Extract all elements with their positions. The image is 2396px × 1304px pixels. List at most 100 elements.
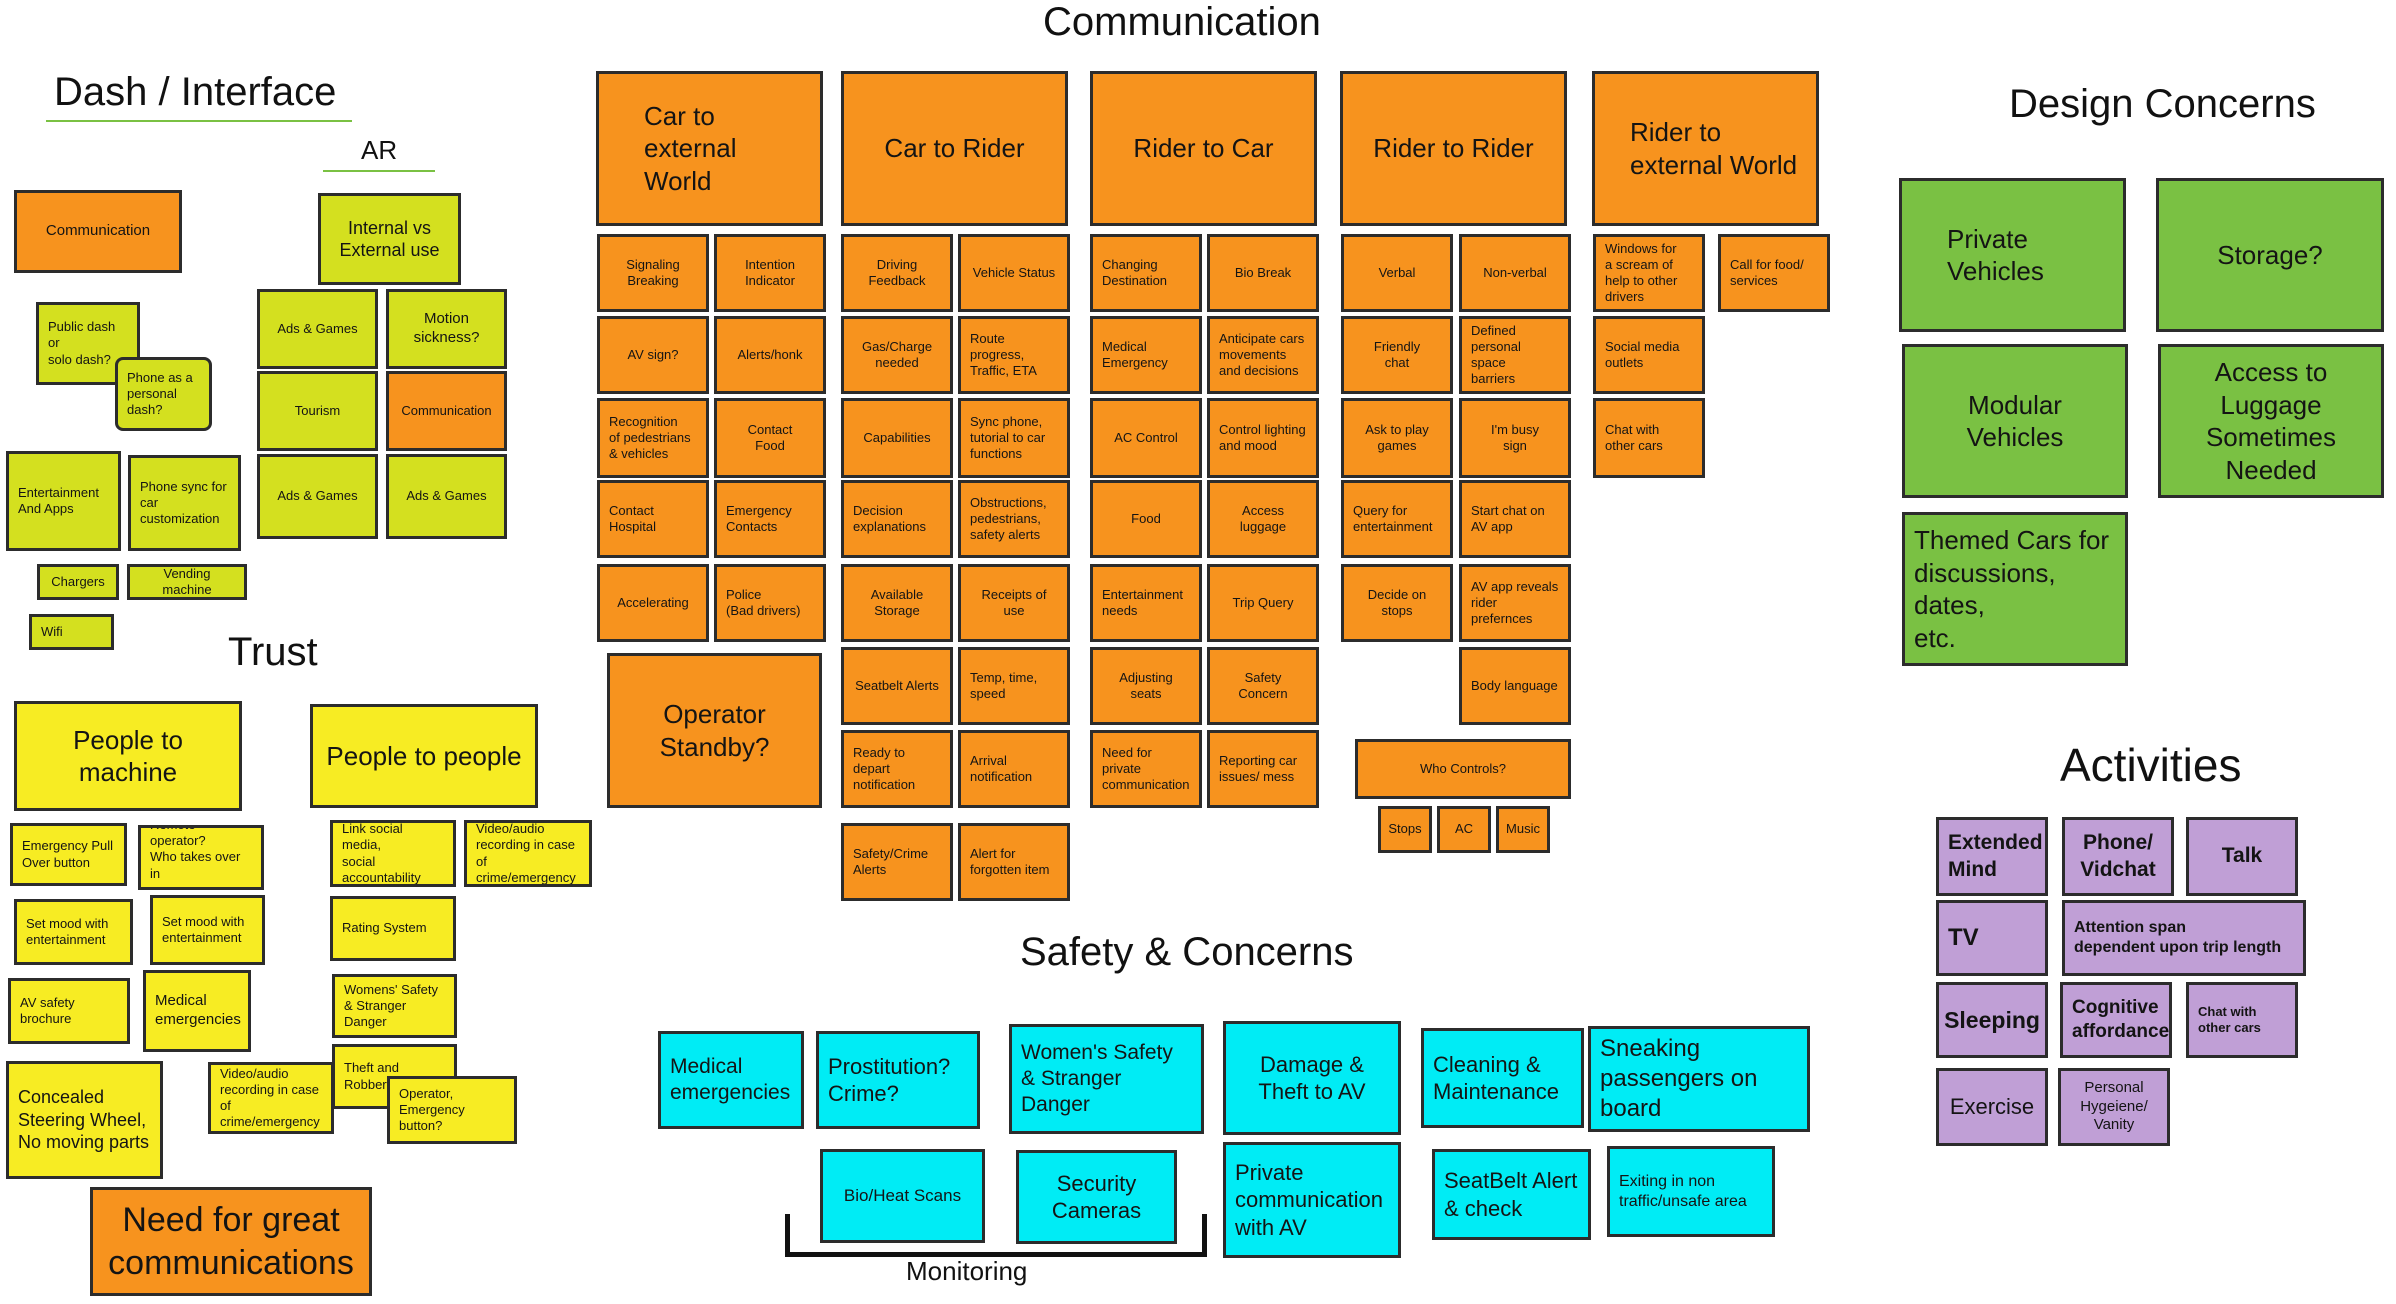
ac-control-note[interactable]: AC Control xyxy=(1090,398,1202,478)
video-audio-note-1[interactable]: Video/audio recording in case of crime/e… xyxy=(464,820,592,887)
rider-to-external-world-header[interactable]: Rider to external World xyxy=(1592,71,1819,226)
busy-sign-note[interactable]: I'm busy sign xyxy=(1459,398,1571,478)
available-storage-note[interactable]: Available Storage xyxy=(841,564,953,642)
av-app-reveals-note[interactable]: AV app reveals rider prefernces xyxy=(1459,564,1571,642)
alerts-honk-note[interactable]: Alerts/honk xyxy=(714,316,826,394)
medical-emergencies-safety-note[interactable]: Medical emergencies xyxy=(658,1031,804,1129)
link-social-note[interactable]: Link social media, social accountability xyxy=(330,820,456,887)
ready-to-depart-note[interactable]: Ready to depart notification xyxy=(841,730,953,808)
decide-on-stops-note[interactable]: Decide on stops xyxy=(1341,564,1453,642)
windows-scream-note[interactable]: Windows for a scream of help to other dr… xyxy=(1593,234,1705,312)
gas-charge-note[interactable]: Gas/Charge needed xyxy=(841,316,953,394)
query-entertainment-note[interactable]: Query for entertainment xyxy=(1341,480,1453,558)
entertainment-apps-note[interactable]: Entertainment And Apps xyxy=(6,451,121,551)
arrival-notification-note[interactable]: Arrival notification xyxy=(958,730,1070,808)
exiting-unsafe-area-note[interactable]: Exiting in non traffic/unsafe area xyxy=(1607,1146,1775,1237)
signaling-breaking-note[interactable]: Signaling Breaking xyxy=(597,234,709,312)
entertainment-needs-note[interactable]: Entertainment needs xyxy=(1090,564,1202,642)
who-controls-note[interactable]: Who Controls? xyxy=(1355,739,1571,799)
adjusting-seats-note[interactable]: Adjusting seats xyxy=(1090,647,1202,725)
phone-sync-note[interactable]: Phone sync for car customization xyxy=(128,455,241,551)
ads-games-note-3[interactable]: Ads & Games xyxy=(386,454,507,539)
food-note[interactable]: Food xyxy=(1090,480,1202,558)
set-mood-note-1[interactable]: Set mood with entertainment xyxy=(14,899,133,965)
sync-phone-note[interactable]: Sync phone, tutorial to car functions xyxy=(958,398,1070,478)
emergency-contacts-note[interactable]: Emergency Contacts xyxy=(714,480,826,558)
recognition-note[interactable]: Recognition of pedestrians & vehicles xyxy=(597,398,709,478)
tourism-note[interactable]: Tourism xyxy=(257,371,378,451)
womens-safety-safety-note[interactable]: Women's Safety & Stranger Danger xyxy=(1009,1024,1204,1134)
friendly-chat-note[interactable]: Friendly chat xyxy=(1341,316,1453,394)
capabilities-note[interactable]: Capabilities xyxy=(841,398,953,478)
personal-hygiene-note[interactable]: Personal Hygeiene/ Vanity xyxy=(2058,1068,2170,1146)
wifi-note[interactable]: Wifi xyxy=(29,614,114,650)
damage-theft-note[interactable]: Damage & Theft to AV xyxy=(1223,1021,1401,1135)
social-media-outlets-note[interactable]: Social media outlets xyxy=(1593,316,1705,394)
ask-to-play-games-note[interactable]: Ask to play games xyxy=(1341,398,1453,478)
non-verbal-note[interactable]: Non-verbal xyxy=(1459,234,1571,312)
route-progress-note[interactable]: Route progress, Traffic, ETA xyxy=(958,316,1070,394)
seatbelt-alert-check-note[interactable]: SeatBelt Alert & check xyxy=(1432,1149,1591,1240)
tv-note[interactable]: TV xyxy=(1936,900,2048,976)
vehicle-status-note[interactable]: Vehicle Status xyxy=(958,234,1070,312)
chat-with-other-cars-note[interactable]: Chat with other cars xyxy=(1593,398,1705,478)
private-vehicles-note[interactable]: Private Vehicles xyxy=(1899,178,2126,332)
chat-other-cars-activity-note[interactable]: Chat with other cars xyxy=(2186,982,2298,1058)
control-lighting-note[interactable]: Control lighting and mood xyxy=(1207,398,1319,478)
av-safety-brochure-note[interactable]: AV safety brochure xyxy=(8,978,130,1044)
access-to-luggage-note[interactable]: Access to Luggage Sometimes Needed xyxy=(2158,344,2384,498)
people-to-people-note[interactable]: People to people xyxy=(310,704,538,808)
internal-external-note[interactable]: Internal vs External use xyxy=(318,193,461,285)
music-note[interactable]: Music xyxy=(1496,806,1550,853)
safety-crime-alerts-note[interactable]: Safety/Crime Alerts xyxy=(841,823,953,901)
ac-note[interactable]: AC xyxy=(1437,806,1491,853)
ads-games-note-2[interactable]: Ads & Games xyxy=(257,454,378,539)
car-to-rider-header[interactable]: Car to Rider xyxy=(841,71,1068,226)
access-luggage-note[interactable]: Access luggage xyxy=(1207,480,1319,558)
police-note[interactable]: Police (Bad drivers) xyxy=(714,564,826,642)
operator-standby-note[interactable]: Operator Standby? xyxy=(607,653,822,808)
rider-to-rider-header[interactable]: Rider to Rider xyxy=(1340,71,1567,226)
remote-operator-note[interactable]: Remote operator? Who takes over in emerg… xyxy=(138,825,264,890)
womens-safety-trust-note[interactable]: Womens' Safety & Stranger Danger xyxy=(332,974,457,1038)
private-communication-need-note[interactable]: Need for private communication xyxy=(1090,730,1202,808)
seatbelt-alerts-note[interactable]: Seatbelt Alerts xyxy=(841,647,953,725)
accelerating-note[interactable]: Accelerating xyxy=(597,564,709,642)
stops-note[interactable]: Stops xyxy=(1378,806,1432,853)
security-cameras-note[interactable]: Security Cameras xyxy=(1016,1150,1177,1244)
rating-system-note[interactable]: Rating System xyxy=(330,896,456,961)
concealed-steering-note[interactable]: Concealed Steering Wheel, No moving part… xyxy=(6,1061,163,1179)
contact-food-note[interactable]: Contact Food xyxy=(714,398,826,478)
private-communication-av-note[interactable]: Private communication with AV xyxy=(1223,1142,1401,1258)
prostitution-crime-note[interactable]: Prostitution? Crime? xyxy=(816,1031,980,1129)
operator-emergency-note[interactable]: Operator, Emergency button? xyxy=(387,1076,517,1144)
phone-vidchat-note[interactable]: Phone/ Vidchat xyxy=(2062,817,2174,896)
sneaking-passengers-note[interactable]: Sneaking passengers on board xyxy=(1588,1026,1810,1132)
video-audio-note-2[interactable]: Video/audio recording in case of crime/e… xyxy=(208,1062,334,1134)
sleeping-note[interactable]: Sleeping xyxy=(1936,982,2048,1058)
safety-concern-note[interactable]: Safety Concern xyxy=(1207,647,1319,725)
set-mood-note-2[interactable]: Set mood with entertainment xyxy=(150,895,265,965)
rider-to-car-header[interactable]: Rider to Car xyxy=(1090,71,1317,226)
storage-note[interactable]: Storage? xyxy=(2156,178,2384,332)
cognitive-affordances-note[interactable]: Cognitive affordances xyxy=(2060,982,2172,1058)
verbal-note[interactable]: Verbal xyxy=(1341,234,1453,312)
need-for-communications-note[interactable]: Need for great communications xyxy=(90,1187,372,1296)
trip-query-note[interactable]: Trip Query xyxy=(1207,564,1319,642)
vending-machine-note[interactable]: Vending machine xyxy=(127,564,247,600)
bio-heat-scans-note[interactable]: Bio/Heat Scans xyxy=(820,1149,985,1243)
people-to-machine-note[interactable]: People to machine xyxy=(14,701,242,811)
motion-sickness-note[interactable]: Motion sickness? xyxy=(386,289,507,369)
defined-personal-space-note[interactable]: Defined personal space barriers xyxy=(1459,316,1571,394)
emergency-pull-note[interactable]: Emergency Pull Over button xyxy=(10,823,127,886)
dash-communication-note[interactable]: Communication xyxy=(14,190,182,273)
intention-indicator-note[interactable]: Intention Indicator xyxy=(714,234,826,312)
extended-mind-note[interactable]: Extended Mind xyxy=(1936,817,2048,896)
chargers-note[interactable]: Chargers xyxy=(37,564,119,600)
ar-communication-note[interactable]: Communication xyxy=(386,371,507,451)
driving-feedback-note[interactable]: Driving Feedback xyxy=(841,234,953,312)
call-for-food-note[interactable]: Call for food/ services xyxy=(1718,234,1830,312)
bio-break-note[interactable]: Bio Break xyxy=(1207,234,1319,312)
talk-note[interactable]: Talk xyxy=(2186,817,2298,896)
alert-forgotten-item-note[interactable]: Alert for forgotten item xyxy=(958,823,1070,901)
